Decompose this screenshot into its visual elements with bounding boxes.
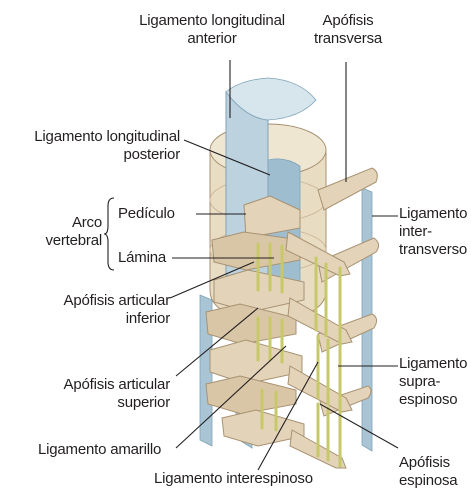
- label-lamina: Lámina: [118, 249, 166, 267]
- label-superior-articular-process: Apófisis articular superior: [20, 376, 170, 412]
- label-spinous-process: Apófisis espinosa: [399, 454, 457, 490]
- label-intertransverse-ligament: Ligamento inter- transverso: [399, 205, 467, 259]
- label-pedicle: Pedículo: [118, 205, 175, 223]
- label-posterior-longitudinal-ligament: Ligamento longitudinal posterior: [2, 128, 180, 164]
- label-transverse-process: Apófisis transversa: [308, 12, 388, 48]
- label-supraspinous-ligament: Ligamento supra- espinoso: [399, 355, 467, 409]
- label-inferior-articular-process: Apófisis articular inferior: [20, 292, 170, 328]
- vertebral-arch-brace: [104, 196, 116, 272]
- label-interspinous-ligament: Ligamento interespinoso: [154, 470, 313, 488]
- label-vertebral-arch: Arco vertebral: [36, 214, 102, 250]
- label-ligamentum-flavum: Ligamento amarillo: [38, 441, 161, 459]
- label-anterior-longitudinal-ligament: Ligamento longitudinal anterior: [120, 12, 304, 48]
